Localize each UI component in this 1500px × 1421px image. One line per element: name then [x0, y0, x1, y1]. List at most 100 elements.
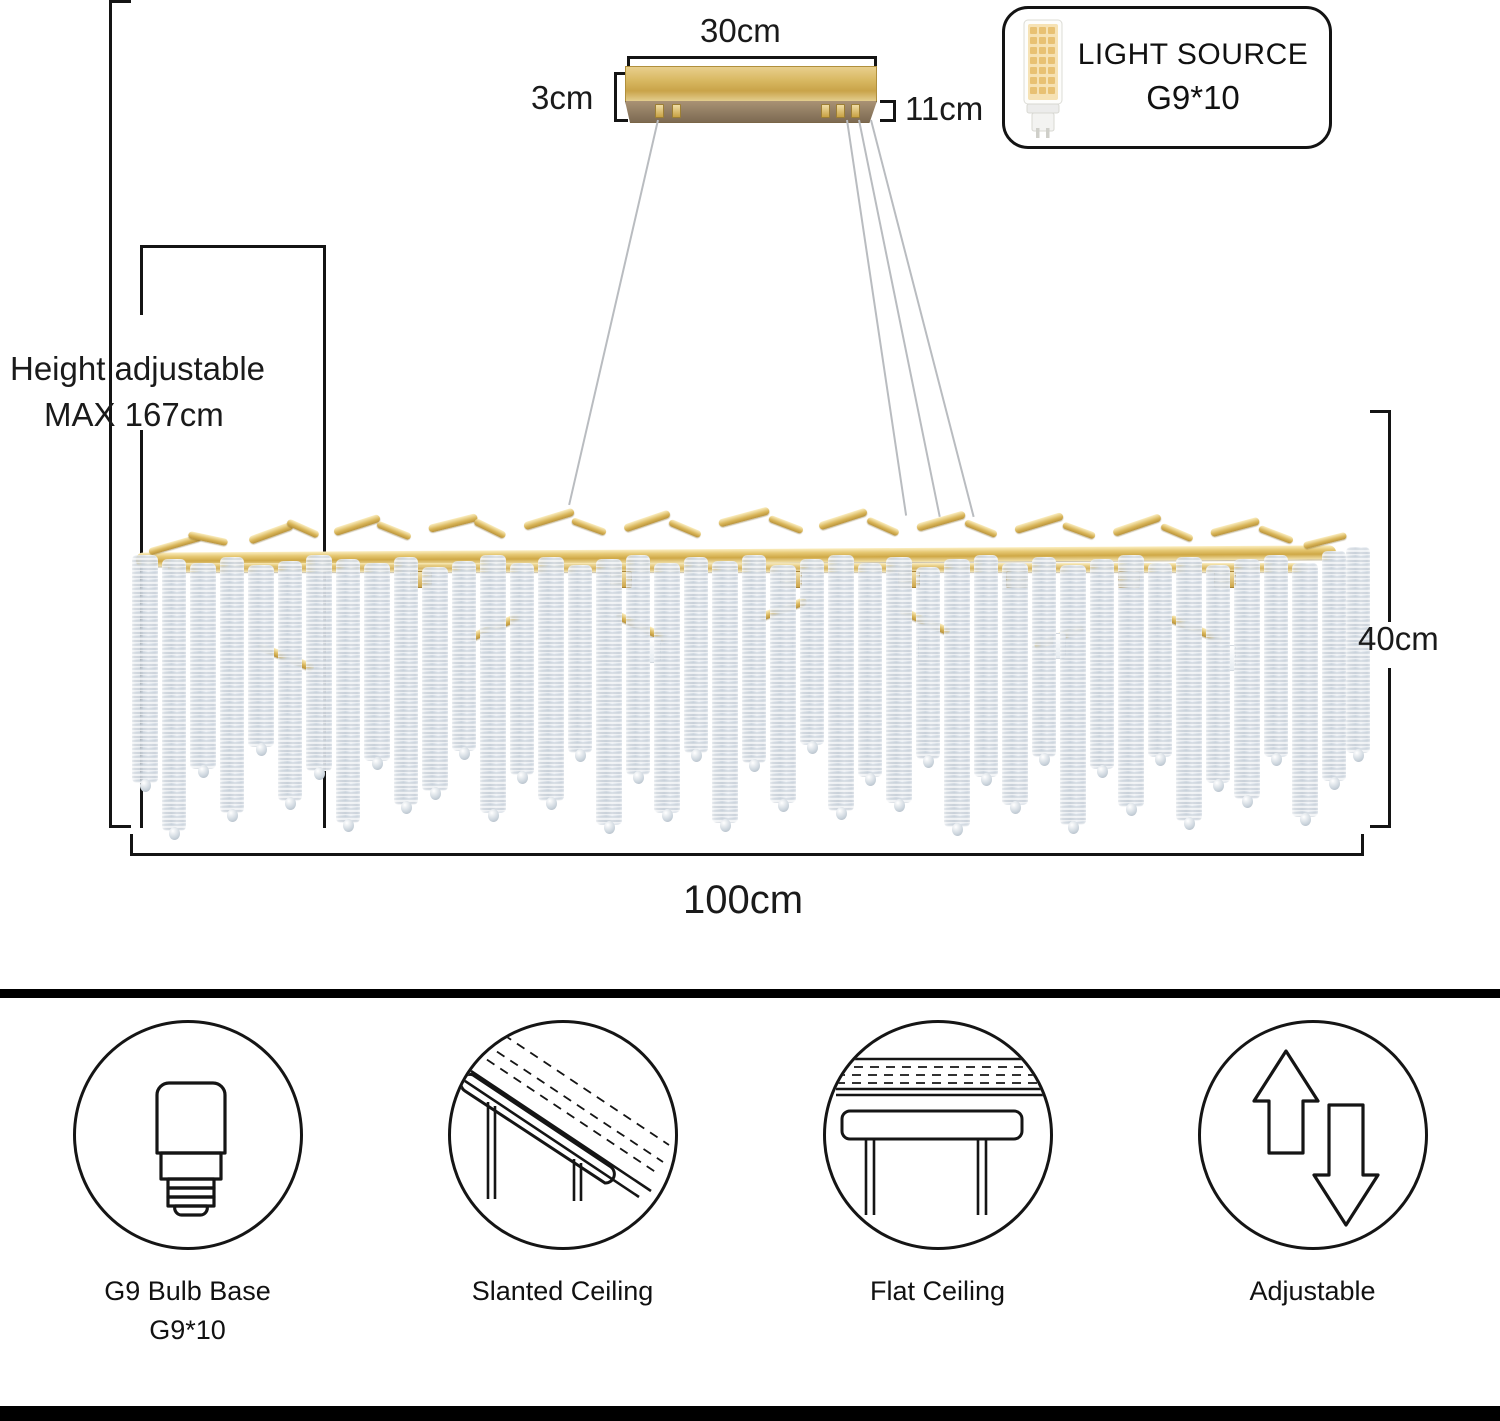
canopy-width-label: 30cm — [700, 12, 781, 49]
fixture-height-dimension-line-lower — [1388, 668, 1391, 828]
slanted-ceiling-icon — [447, 1020, 678, 1250]
branch-twig — [717, 506, 771, 528]
crystal-strand — [654, 563, 680, 822]
height-adjustable-bottom-tick — [109, 825, 131, 828]
feature-label: Slanted Ceiling — [472, 1272, 654, 1311]
branch-twig — [1209, 516, 1261, 538]
branch-twig — [522, 507, 576, 531]
crystal-strand — [1148, 563, 1172, 766]
canopy-cable-stud — [672, 104, 681, 118]
chandelier-fixture — [128, 505, 1373, 840]
crystal-strand — [770, 565, 796, 812]
section-divider — [0, 989, 1500, 998]
branch-twig — [1061, 521, 1097, 540]
crystal-strand — [1118, 555, 1144, 816]
product-dimension-diagram: Height adjustable MAX 167cm 30cm 3cm 11c… — [10, 0, 1439, 922]
branch-twig — [817, 507, 869, 531]
crystal-strand — [1264, 555, 1288, 766]
branch-twig — [1013, 511, 1065, 535]
flat-ceiling-icon — [822, 1020, 1053, 1250]
canopy-cable-stud — [836, 104, 845, 118]
height-adjustable-label-line2: MAX 167cm — [44, 396, 224, 433]
bulb-icon — [72, 1020, 303, 1250]
crystal-strand — [1176, 557, 1202, 830]
feature-label-line2: G9*10 — [149, 1315, 226, 1346]
canopy-depth-top-tick — [880, 100, 896, 103]
fixture-height-label: 40cm — [1358, 620, 1439, 657]
light-source-title: LIGHT SOURCE — [1077, 38, 1309, 72]
branch-twig — [623, 509, 671, 533]
ceiling-canopy — [625, 66, 877, 124]
branch-twig — [427, 513, 479, 533]
crystal-strand — [974, 555, 998, 786]
fixture-height-bottom-tick — [1370, 825, 1391, 828]
crystal-strand — [190, 563, 216, 778]
crystal-strand — [364, 563, 390, 770]
canopy-width-left-tick — [627, 56, 630, 72]
canopy-cable-stud — [655, 104, 664, 118]
feature-adjustable: Adjustable — [1125, 1020, 1500, 1311]
crystal-strand — [538, 557, 564, 810]
fixture-width-left-tick — [130, 834, 133, 856]
light-source-model: G9*10 — [1146, 78, 1240, 116]
crystal-strand — [1032, 557, 1056, 766]
canopy-height-bottom-tick — [614, 119, 628, 122]
branch-twig — [570, 517, 608, 536]
branch-twig — [667, 518, 703, 539]
crystal-strand — [1292, 563, 1318, 826]
crystal-strand — [886, 557, 912, 812]
height-adjustable-label-line1: Height adjustable — [10, 350, 266, 387]
crystal-strand — [220, 557, 244, 822]
canopy-cable-stud — [821, 104, 830, 118]
crystal-strand — [422, 567, 448, 800]
canopy-height-dimension-line — [614, 72, 617, 122]
crystal-strand — [278, 561, 302, 810]
feature-g9-bulb-base: G9 Bulb Base G9*10 — [0, 1020, 375, 1350]
canopy-width-dimension-line — [627, 56, 877, 59]
feature-label-line1: Slanted Ceiling — [471, 1276, 654, 1306]
crystal-strand — [626, 555, 650, 784]
feature-label-line1: G9 Bulb Base — [104, 1276, 271, 1306]
crystal-strand — [596, 559, 622, 834]
adjustable-range-right-line — [323, 245, 326, 828]
crystal-strand — [828, 555, 854, 820]
suspension-cable — [870, 119, 975, 518]
crystal-strand — [162, 559, 186, 840]
feature-label-line1: Adjustable — [1249, 1276, 1376, 1306]
branch-twig — [767, 514, 805, 535]
branch-twig — [866, 516, 900, 537]
crystal-strand — [1234, 559, 1260, 808]
crystal-strand — [684, 557, 708, 762]
feature-label: Flat Ceiling — [870, 1272, 1005, 1311]
branch-twig — [187, 530, 229, 547]
canopy-depth-label: 11cm — [905, 90, 984, 127]
adjustable-range-top-line — [140, 245, 326, 248]
branch-twig — [963, 518, 999, 539]
feature-flat-ceiling: Flat Ceiling — [750, 1020, 1125, 1311]
crystal-strand — [568, 565, 592, 762]
feature-label: G9 Bulb Base G9*10 — [104, 1272, 271, 1350]
crystal-strand — [132, 555, 158, 792]
height-adjustable-top-tick — [109, 0, 131, 3]
light-source-text: LIGHT SOURCE G9*10 — [1071, 37, 1315, 117]
adjustable-range-left-line — [140, 245, 143, 315]
fixture-width-dimension-line — [130, 853, 1364, 856]
fixture-height-top-tick — [1370, 410, 1391, 413]
light-source-badge: LIGHT SOURCE G9*10 — [1002, 6, 1332, 149]
suspension-cable — [568, 119, 659, 506]
feature-icon-row: G9 Bulb Base G9*10 — [0, 1020, 1500, 1400]
branch-twig — [915, 510, 967, 532]
crystal-strand — [858, 563, 882, 786]
fixture-width-label: 100cm — [683, 878, 804, 922]
crystal-strand — [306, 555, 332, 780]
crystal-strand — [248, 565, 274, 756]
crystal-strand — [394, 557, 418, 814]
branch-twig — [375, 520, 413, 541]
feature-slanted-ceiling: Slanted Ceiling — [375, 1020, 750, 1311]
canopy-cable-stud — [851, 104, 860, 118]
crystal-strand — [1346, 547, 1370, 762]
crystal-strand — [1206, 565, 1230, 792]
crystal-strand — [944, 559, 970, 836]
feature-label: Adjustable — [1249, 1272, 1375, 1311]
gold-branch-frame — [168, 563, 1308, 572]
